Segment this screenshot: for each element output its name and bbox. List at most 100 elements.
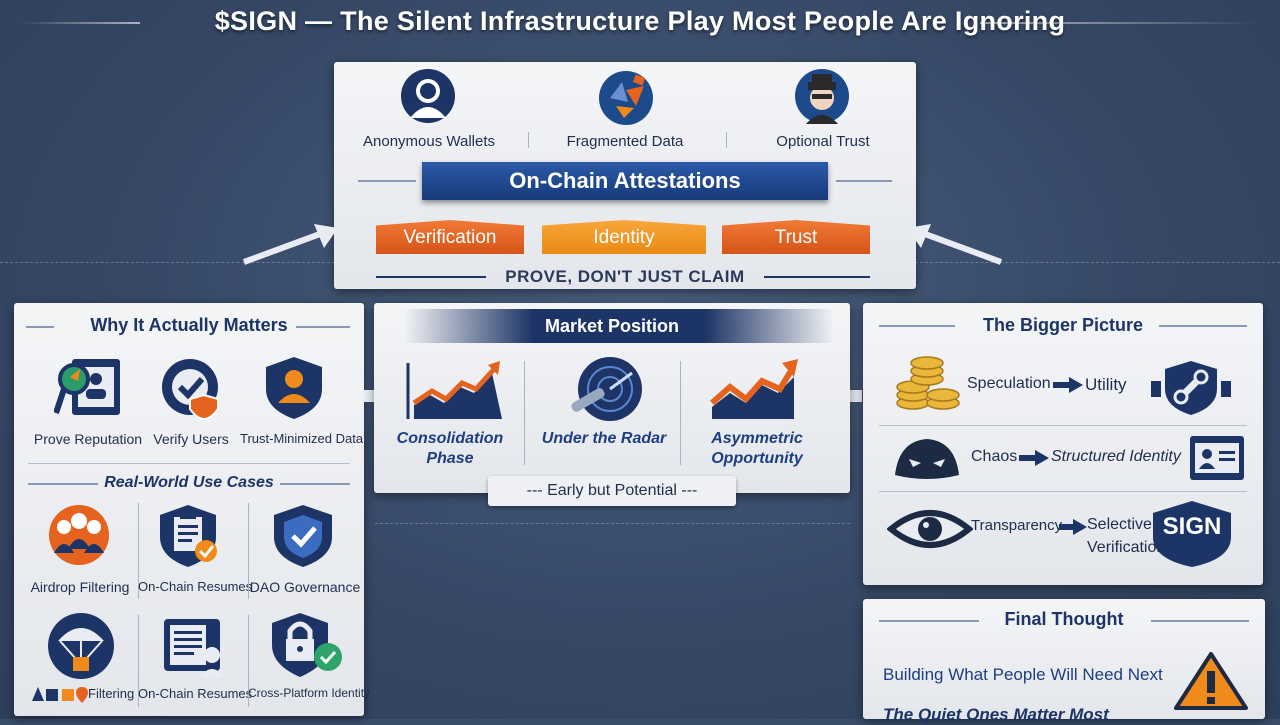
- item-prove-reputation: Prove Reputation: [33, 431, 143, 447]
- section-rule-left: [28, 483, 98, 485]
- divider: [248, 615, 249, 707]
- tag-identity: Identity: [542, 220, 706, 254]
- opportunity-chart-icon: [710, 359, 798, 419]
- verify-user-icon: [162, 359, 219, 421]
- anonymous-user-icon: [401, 69, 455, 123]
- title-rule-left: [26, 326, 54, 328]
- title-rule-right: [1151, 620, 1249, 622]
- radar-icon: [571, 357, 642, 421]
- attestations-banner: On-Chain Attestations: [422, 162, 828, 200]
- divider: [248, 503, 249, 599]
- mask-icon: [895, 439, 959, 479]
- parachute-icon: [48, 613, 114, 679]
- link-shield-icon: [1151, 361, 1231, 415]
- title-rule-left: [20, 22, 140, 24]
- sign-shield-icon: [1153, 501, 1231, 567]
- verification-text: Verification: [1087, 539, 1166, 556]
- guide-line: [0, 262, 335, 263]
- item-verify-users: Verify Users: [153, 431, 229, 447]
- why-it-matters-panel: Why It Actually Matters Prove Reputation…: [14, 303, 371, 716]
- resume-card-icon: [164, 619, 224, 677]
- utility-text: Utility: [1085, 375, 1127, 394]
- banner-rule-left: [358, 180, 416, 182]
- row-divider: [879, 491, 1247, 492]
- market-title: Market Position: [544, 316, 680, 336]
- attestations-panel: Anonymous Wallets Fragmented Data Option…: [334, 62, 916, 289]
- under-radar-line1: Under the Radar: [541, 430, 667, 447]
- use-case-onchain-resumes-2: On-Chain Resumes: [138, 686, 253, 701]
- arrow-right-icon: [1059, 519, 1087, 535]
- final-line1: Building What People Will Need Next: [883, 665, 1163, 684]
- arrow-right-icon: [1053, 377, 1083, 393]
- divider: [528, 132, 529, 148]
- arrow-left-icon: [907, 224, 1003, 265]
- lock-check-icon: [272, 613, 342, 677]
- item-fragmented-data: Fragmented Data: [566, 133, 684, 150]
- asymmetric-line2: Opportunity: [711, 450, 803, 467]
- footer-rule-right: [764, 276, 870, 278]
- tag-verification: Verification: [376, 220, 524, 254]
- speculation-text: Speculation: [967, 375, 1051, 392]
- divider: [726, 132, 727, 148]
- item-trust-minimized-data: Trust-Minimized Data: [240, 431, 364, 446]
- consolidation-line2: Phase: [426, 450, 474, 467]
- market-position-panel: Market Position Consolidation Phase Unde…: [374, 303, 850, 493]
- banner-rule-right: [836, 180, 892, 182]
- spy-icon: [795, 69, 849, 124]
- shield-user-icon: [266, 357, 322, 419]
- footer-rule-left: [376, 276, 486, 278]
- arrow-right-icon: [1019, 450, 1049, 466]
- structured-identity-text: Structured Identity: [1051, 448, 1181, 465]
- title-rule-left: [879, 325, 955, 327]
- use-cases-title: Real-World Use Cases: [104, 474, 274, 491]
- chart-up-icon: [406, 361, 502, 419]
- sign-badge: SIGN: [1162, 513, 1222, 540]
- final-title: Final Thought: [1004, 609, 1124, 629]
- mini-icons: [32, 687, 88, 703]
- guide-line: [375, 523, 850, 524]
- why-title: Why It Actually Matters: [90, 315, 288, 335]
- bigger-title: The Bigger Picture: [982, 315, 1144, 335]
- divider: [138, 615, 139, 707]
- consolidation-line1: Consolidation: [396, 430, 504, 447]
- dao-shield-icon: [274, 505, 332, 567]
- airdrop-users-icon: [49, 505, 109, 565]
- reputation-icon: [54, 359, 120, 415]
- use-case-airdrop-filtering: Airdrop Filtering: [30, 579, 130, 595]
- market-title-bar: [404, 309, 834, 343]
- clipboard-check-icon: [160, 505, 217, 567]
- tag-trust: Trust: [722, 220, 870, 254]
- title-rule-left: [879, 620, 979, 622]
- use-case-cross-platform-identity: Cross-Platform Identity: [248, 686, 371, 700]
- prove-tagline: PROVE, DON'T JUST CLAIM: [505, 267, 745, 286]
- guide-line: [915, 262, 1280, 263]
- section-rule-right: [280, 483, 350, 485]
- eye-icon: [887, 510, 973, 548]
- chaos-text: Chaos: [971, 448, 1018, 465]
- early-potential-tab: --- Early but Potential ---: [488, 476, 736, 506]
- asymmetric-line1: Asymmetric: [711, 430, 803, 447]
- divider: [138, 503, 139, 599]
- bigger-picture-panel: The Bigger Picture Speculation Utility C…: [863, 303, 1263, 585]
- section-divider: [28, 463, 350, 464]
- use-case-dao-governance: DAO Governance: [249, 579, 361, 595]
- use-case-onchain-resumes: On-Chain Resumes: [138, 579, 253, 594]
- divider: [680, 361, 681, 465]
- item-anonymous-wallets: Anonymous Wallets: [363, 133, 495, 150]
- fragmented-data-icon: [599, 71, 653, 125]
- arrow-right-icon: [242, 224, 338, 265]
- final-line2: The Quiet Ones Matter Most: [883, 705, 1109, 724]
- row-divider: [879, 425, 1247, 426]
- item-optional-trust: Optional Trust: [776, 133, 870, 150]
- page-title: $SIGN — The Silent Infrastructure Play M…: [214, 6, 1066, 36]
- id-card-icon: [1190, 436, 1244, 480]
- selective-text: Selective: [1087, 516, 1152, 533]
- title-rule-right: [1159, 325, 1247, 327]
- use-case-filtering: Filtering: [88, 686, 135, 701]
- coins-icon: [896, 356, 960, 410]
- warning-icon: [1174, 652, 1248, 710]
- final-thought-panel: Final Thought Building What People Will …: [863, 599, 1265, 724]
- transparency-text: Transparency: [971, 517, 1063, 534]
- title-rule-right: [296, 326, 350, 328]
- divider: [524, 361, 525, 465]
